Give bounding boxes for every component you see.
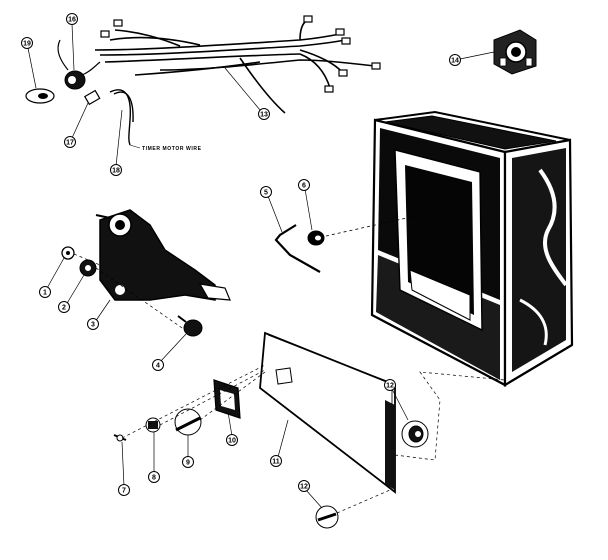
- svg-text:18: 18: [112, 168, 120, 175]
- svg-text:8: 8: [152, 475, 156, 482]
- timer-component: [493, 29, 537, 75]
- callout-11: 11: [270, 419, 289, 467]
- grommet: [307, 230, 325, 246]
- callout-2: 2: [58, 274, 85, 313]
- panel-clip: [145, 417, 161, 433]
- svg-text:1: 1: [43, 290, 47, 297]
- callout-10: 10: [226, 411, 238, 446]
- light-bulb: [25, 88, 55, 104]
- svg-text:13: 13: [260, 112, 268, 119]
- timer-motor-wire-label: TIMER MOTOR WIRE: [142, 146, 202, 152]
- callout-12b: 12: [298, 480, 323, 509]
- panel-bottom-screw: [315, 505, 339, 529]
- svg-text:5: 5: [264, 190, 268, 197]
- wire-terminals: [100, 15, 381, 93]
- callout-5: 5: [260, 186, 283, 233]
- leader-grommet: [325, 214, 421, 237]
- svg-text:12: 12: [386, 383, 394, 390]
- svg-text:9: 9: [186, 460, 190, 467]
- callout-16: 16: [66, 13, 78, 71]
- svg-text:16: 16: [68, 17, 76, 24]
- callout-13: 13: [224, 67, 270, 120]
- callout-4: 4: [152, 333, 187, 371]
- callout-7: 7: [118, 441, 130, 496]
- callout-3: 3: [87, 299, 111, 330]
- callout-1: 1: [39, 257, 65, 298]
- callout-6: 6: [298, 179, 313, 231]
- svg-text:6: 6: [302, 183, 306, 190]
- panel-bracket: [213, 379, 241, 419]
- panel-screw: [174, 408, 202, 436]
- callout-12a: 12: [384, 379, 409, 421]
- leader-lines: [73, 253, 506, 514]
- cabinet: [370, 110, 574, 387]
- svg-text:19: 19: [23, 41, 31, 48]
- pivot-rod: [274, 224, 321, 273]
- callout-17: 17: [64, 102, 89, 148]
- svg-text:11: 11: [272, 459, 280, 466]
- wire-harness: [94, 21, 376, 114]
- bracket-bolt: [177, 315, 203, 337]
- svg-text:17: 17: [66, 140, 74, 147]
- svg-text:10: 10: [228, 438, 236, 445]
- svg-text:12: 12: [300, 484, 308, 491]
- svg-text:2: 2: [62, 305, 66, 312]
- timer-motor-wire: [109, 89, 141, 149]
- bracket-washer: [61, 246, 75, 260]
- callout-14: 14: [449, 51, 495, 66]
- callout-8: 8: [148, 432, 160, 483]
- panel-knob: [401, 420, 429, 448]
- bracket-nut: [79, 259, 97, 277]
- access-panel: [259, 331, 396, 494]
- callout-9: 9: [182, 435, 194, 468]
- callout-18: 18: [110, 109, 123, 176]
- callout-19: 19: [21, 37, 37, 89]
- motor-bracket: [95, 209, 231, 301]
- wire-sleeve: [83, 89, 101, 106]
- svg-text:4: 4: [156, 363, 160, 370]
- panel-pin: [113, 434, 127, 442]
- svg-text:3: 3: [91, 322, 95, 329]
- svg-text:7: 7: [122, 488, 126, 495]
- svg-text:14: 14: [451, 58, 459, 65]
- bulb-socket: [57, 39, 101, 90]
